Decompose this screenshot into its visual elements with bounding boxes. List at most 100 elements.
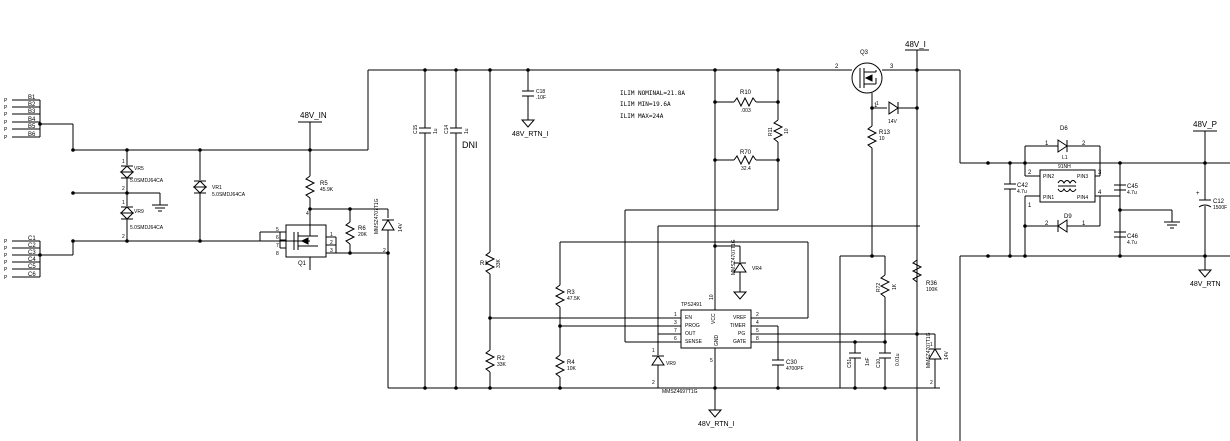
c12-value: 1500F (1213, 205, 1227, 211)
r36-value: 100K (926, 287, 938, 293)
c30-value: 4700PF (786, 366, 804, 372)
zener-q3: 14V 1 (872, 101, 917, 125)
r4-value: 10K (567, 366, 577, 372)
zener-right-value: 14V (944, 350, 950, 360)
pin-prefix: P (4, 275, 8, 281)
l1-pin-label: PIN2 (1043, 174, 1054, 180)
pin-label-c1: C1 (28, 236, 36, 242)
pin-num: 1 (122, 200, 125, 206)
ic-pin-name: GATE (733, 339, 747, 345)
ic-pin-num: 7 (674, 328, 677, 334)
zener-left: MMSZ4707T1G 14V 2 (350, 198, 404, 388)
q1-ref: Q1 (298, 261, 307, 267)
r11-ref: R11 (768, 127, 774, 136)
vr9-ref: VR9 (134, 209, 144, 215)
ic-pin-name: VREF (733, 315, 746, 321)
c46-ref: C46 (1127, 234, 1139, 240)
pin-prefix: P (4, 127, 8, 133)
r36-ref: R36 (926, 281, 938, 287)
resistor-r1: R1 33K (480, 68, 502, 318)
pin-prefix: P (4, 112, 8, 118)
pin-num: 5 (276, 227, 279, 233)
r4-ref: R4 (567, 360, 575, 366)
capacitor-c51: C51 1nF (847, 340, 871, 388)
pin-prefix: P (4, 105, 8, 111)
r3-ref: R3 (567, 290, 575, 296)
r13-ref: R13 (879, 130, 891, 136)
pin-label-b3: B3 (28, 109, 36, 115)
vr9-value: 5.0SMDJ64CA (130, 225, 164, 231)
vr5-value: 5.0SMDJ64CA (130, 178, 164, 184)
l1-side-pin: 1 (1028, 203, 1032, 209)
ilim-notes: ILIM NOMINAL=21.8A ILIM MIN=19.6A ILIM M… (620, 90, 685, 120)
pin-num: 1 (330, 232, 333, 238)
net-label-48v-rtn-i-bottom: 48V_RTN_I (698, 421, 735, 428)
resistor-r2: R2 33K (484, 316, 672, 388)
chassis-ground (1120, 209, 1180, 229)
capacitor-c12: + C12 1500F (1196, 163, 1227, 256)
net-48v-i: 48V_I (905, 40, 929, 441)
ic-pin-name: PROG (685, 323, 700, 329)
c45-value: 4.7u (1127, 190, 1137, 196)
pin-prefix: P (4, 135, 8, 141)
c42-value: 4.7u (1017, 189, 1027, 195)
r70-ref: R70 (740, 150, 752, 156)
r72-value: 1K (892, 283, 898, 290)
tvs-diode-vr1: VR1 5.0SMDJ64CA (192, 150, 246, 241)
pin-num: 1 (122, 159, 125, 165)
r72-ref: R72 (876, 283, 882, 292)
net-48v-in: 48V_IN (298, 69, 778, 152)
q3-pin: 2 (835, 64, 839, 70)
vr1-ref: VR1 (212, 185, 222, 191)
ic-pin-num: 5 (756, 328, 759, 334)
c10-ref: C10 (876, 359, 882, 368)
vr8-ref: VR4 (752, 266, 762, 272)
note-ilim-nominal: ILIM NOMINAL=21.8A (620, 90, 685, 97)
net-label-48v-rtn: 48V_RTN (1190, 281, 1221, 288)
pin-num: 7 (276, 243, 279, 249)
mosfet-q3: Q3 2 3 1 (778, 50, 960, 109)
zener-right-ref: MMSZ4707T1G (926, 332, 932, 368)
pin-prefix: P (4, 246, 8, 252)
zener-vr8: MMSZ4707T1G VR4 (713, 239, 762, 300)
d9-ref: D9 (1064, 214, 1072, 220)
capacitor-c42: C42 4.7u (1004, 161, 1029, 258)
ic-pin-name: PG (738, 331, 745, 337)
connector-b: P P P P P P B1 B2 B3 B4 B5 B6 (4, 95, 73, 141)
ic-pin-name: TIMER (730, 323, 746, 329)
pin-num: 1 (930, 342, 933, 348)
note-ilim-min: ILIM MIN=19.6A (620, 101, 671, 108)
resistor-r70: R70 32.4 (713, 102, 778, 310)
r2-ref: R2 (497, 356, 505, 362)
vr5-ref: VR5 (134, 166, 144, 172)
l1-side-pin: 4 (1098, 190, 1102, 196)
zener-left-ref: MMSZ4707T1G (374, 198, 380, 234)
r2-value: 33K (497, 362, 507, 368)
c15-value: 1u (433, 128, 439, 134)
r1-ref: R1 (480, 261, 488, 267)
resistor-r36: R36 100K (911, 259, 938, 293)
pin-num: 3 (330, 248, 333, 254)
pin-label-c2: C2 (28, 243, 36, 249)
l1-pin-label: PIN3 (1077, 174, 1088, 180)
mosfet-q1: Q1 5 6 7 8 1 2 3 (259, 224, 350, 270)
resistor-r72: R72 1K (876, 256, 898, 342)
net-label-48v-i: 48V_I (905, 40, 926, 49)
vr9b-value: MMSZ4697T1G (662, 389, 698, 395)
ic-wiring (624, 158, 920, 360)
pin-label-c6: C6 (28, 272, 36, 278)
ic-pin-num: 5 (710, 358, 713, 364)
pin-prefix: P (4, 120, 8, 126)
q3-ref: Q3 (860, 50, 869, 56)
capacitor-c18: C18 .10F 48V_RTN_I (512, 68, 549, 138)
net-label-48v-rtn-i-top: 48V_RTN_I (512, 131, 549, 138)
l1-side-pin: 2 (1028, 170, 1032, 176)
c51-ref: C51 (847, 359, 853, 368)
resistor-r3: R3 47.5K (554, 241, 809, 328)
r11-value: 10 (784, 128, 790, 134)
c14-value: 1u (464, 128, 470, 134)
note-ilim-max: ILIM MAX=24A (620, 113, 664, 120)
capacitor-c46: C46 4.7u (1114, 210, 1139, 256)
c42-ref: C42 (1017, 183, 1029, 189)
c45-ref: C45 (1127, 184, 1139, 190)
